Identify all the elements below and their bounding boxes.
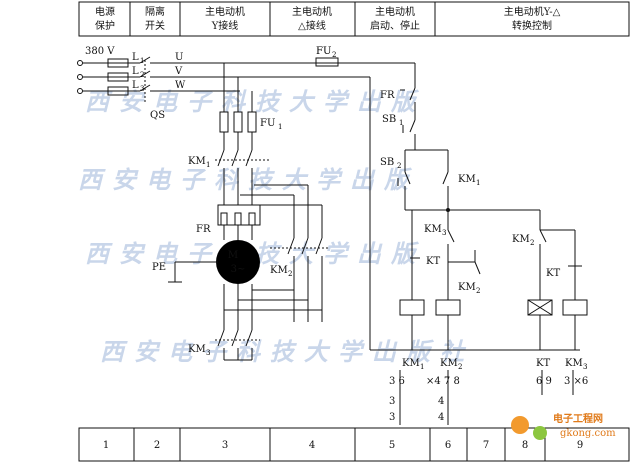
phase-l2: L (132, 66, 139, 77)
sb2-label: SB (380, 157, 394, 168)
fr-ctrl-label: FR (380, 90, 395, 101)
subscript-1: 2 (140, 71, 144, 79)
header-cell-1-line2: 保护 (95, 19, 115, 32)
logo-sub-text: gkong.com (560, 428, 616, 439)
terminal-u: U (175, 52, 183, 63)
footer-table (78, 427, 630, 462)
coil-label-km2: KM (440, 358, 458, 369)
footer-cell-9: 9 (577, 440, 583, 451)
subscript-8: 2 (397, 162, 401, 170)
km1-contacts-row2: 3 (389, 396, 395, 407)
km2-main-label: KM (270, 265, 288, 276)
site-logo: 电子工程网 gkong.com (511, 412, 616, 440)
subscript-10: 3 (442, 229, 446, 237)
footer-cell-2: 2 (154, 440, 160, 451)
subscript-14: 2 (458, 363, 462, 371)
fr-main-label: FR (196, 224, 211, 235)
fu1-label: FU (260, 118, 275, 129)
watermark-2: 西安电子科技大学出版 (78, 165, 418, 194)
phase-l3: L (132, 80, 139, 91)
header-cell-6-line1: 主电动机Y-△ (504, 5, 561, 18)
header-cell-2-line2: 开关 (145, 19, 165, 32)
subscript-13: 1 (420, 363, 424, 371)
km2-contacts-row1: ×4 7 8 (426, 376, 460, 387)
terminal-w: W (175, 80, 186, 91)
terminal-v: V (174, 66, 183, 77)
watermark-1: 西安电子科技大学出版 (85, 87, 425, 116)
fu2-subscript: 2 (332, 51, 336, 59)
motor-m: M (228, 250, 238, 261)
subscript-3: 1 (278, 123, 282, 131)
km3-main-label: KM (188, 344, 206, 355)
header-cell-6-line2: 转换控制 (512, 19, 552, 32)
qs-label: QS (150, 110, 165, 121)
km1-ctrl-label: KM (458, 174, 476, 185)
gear-icon (511, 416, 529, 434)
km2-contacts-row2: 4 (438, 396, 444, 407)
header-cell-4-line2: △接线 (298, 19, 326, 32)
km1-contacts-row3: 3 (389, 412, 395, 423)
sb1-label: SB (382, 114, 396, 125)
km2-ctrl-label: KM (512, 234, 530, 245)
km3-ctrl-label: KM (424, 224, 442, 235)
coil-label-km3: KM (565, 358, 583, 369)
header-cell-5-line1: 主电动机 (375, 5, 415, 18)
gear-icon-small (533, 426, 547, 440)
km3-contacts-row1: 3 ×6 (564, 376, 588, 387)
subscript-4: 1 (206, 161, 210, 169)
header-table (78, 1, 630, 37)
subscript-11: 2 (530, 239, 534, 247)
kt-right-label: KT (546, 268, 560, 279)
watermark-4: 西安电子科技大学出版社 (100, 337, 474, 366)
subscript-5: 2 (288, 270, 292, 278)
km1-main-label: KM (188, 156, 206, 167)
coil-label-km1: KM (402, 358, 420, 369)
contact-table (399, 370, 574, 425)
pe-label: PE (152, 262, 166, 273)
footer-cell-8: 8 (522, 440, 528, 451)
logo-main-text: 电子工程网 (553, 412, 603, 425)
header-cell-2-line1: 隔离 (145, 5, 165, 18)
footer-cell-4: 4 (309, 440, 315, 451)
kt-contacts-row1: 6 9 (536, 376, 552, 387)
header-cell-5-line2: 启动、停止 (370, 19, 420, 32)
motor-3phase: 3~ (231, 264, 246, 275)
subscript-12: 2 (476, 287, 480, 295)
coil-label-kt: KT (536, 358, 550, 369)
header-cell-1-line1: 电源 (95, 5, 115, 18)
km2-lock-label: KM (458, 282, 476, 293)
header-cell-4-line1: 主电动机 (292, 5, 332, 18)
footer-cell-5: 5 (389, 440, 395, 451)
phase-l1: L (132, 52, 139, 63)
header-cell-3-line1: 主电动机 (205, 5, 245, 18)
fu2-label: FU (316, 46, 331, 57)
subscript-15: 3 (583, 363, 587, 371)
subscript-7: 1 (399, 119, 403, 127)
footer-cell-3: 3 (222, 440, 228, 451)
footer-cell-1: 1 (103, 440, 109, 451)
footer-cell-7: 7 (483, 440, 489, 451)
main-circuit (168, 63, 330, 361)
subscript-2: 3 (140, 85, 144, 93)
control-circuit (238, 57, 588, 351)
voltage-label: 380 V (85, 46, 115, 57)
subscript-0: 1 (140, 57, 144, 65)
header-cell-3-line2: Y接线 (211, 19, 239, 32)
subscript-9: 1 (476, 179, 480, 187)
subscript-6: 3 (206, 349, 210, 357)
kt-ctrl-label: KT (426, 256, 440, 267)
footer-cell-6: 6 (445, 440, 451, 451)
km1-contacts-row1: 3 6 (389, 376, 405, 387)
km2-contacts-row3: 4 (438, 412, 444, 423)
